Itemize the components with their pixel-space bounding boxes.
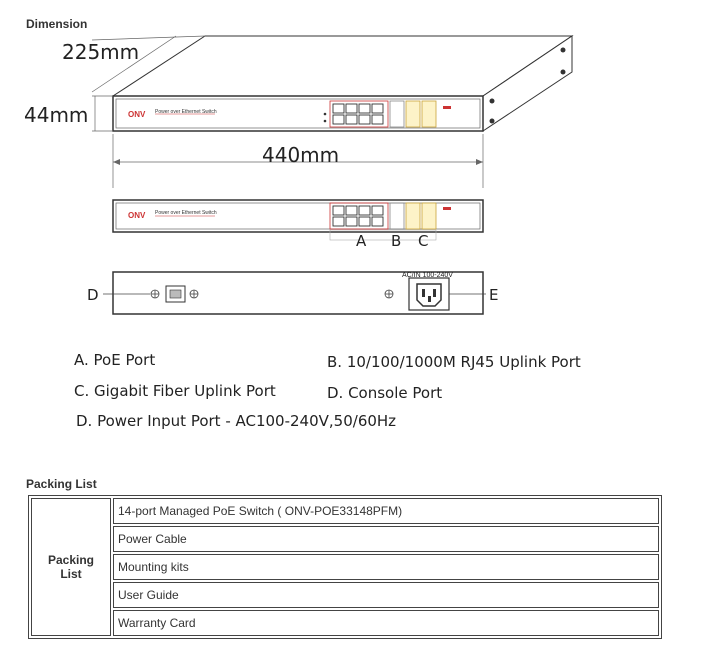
dimension-heading: Dimension <box>26 17 88 31</box>
packing-item: Power Cable <box>113 526 659 552</box>
power-rating: AC/IN 100-240V <box>402 272 453 279</box>
width-dimension: 440mm <box>262 143 340 167</box>
model-text: Power over Ethernet Switch <box>155 109 217 115</box>
console-port <box>165 285 186 303</box>
legend-power-input: D. Power Input Port - AC100-240V,50/60Hz <box>76 412 397 430</box>
callout-a: A <box>356 232 367 250</box>
power-input-port <box>408 277 450 311</box>
table-row: Power Cable <box>31 526 659 552</box>
switch-dimension-drawing <box>91 35 574 315</box>
brand-logo: ONV <box>128 110 146 119</box>
packing-list-heading: Packing List <box>26 477 97 491</box>
legend-poe-port: A. PoE Port <box>74 351 156 369</box>
callout-e: E <box>489 286 499 304</box>
height-dimension: 44mm <box>24 103 89 127</box>
table-row: Warranty Card <box>31 610 659 636</box>
legend-console-port: D. Console Port <box>327 384 443 402</box>
table-row: Packing List 14-port Managed PoE Switch … <box>31 498 659 636</box>
callout-c: C <box>418 232 429 250</box>
legend-fiber-uplink: C. Gigabit Fiber Uplink Port <box>74 382 276 400</box>
packing-item: Warranty Card <box>113 610 659 636</box>
poe-ports-front <box>329 202 389 230</box>
legend-rj45-uplink: B. 10/100/1000M RJ45 Uplink Port <box>327 353 581 371</box>
depth-dimension: 225mm <box>62 40 140 64</box>
callout-d: D <box>87 286 99 304</box>
model-text-front: Power over Ethernet Switch <box>155 210 217 216</box>
callout-b: B <box>391 232 402 250</box>
packing-item: Mounting kits <box>113 554 659 580</box>
packing-list-table: Packing List 14-port Managed PoE Switch … <box>28 495 662 639</box>
brand-logo-front: ONV <box>128 211 146 220</box>
packing-item: 14-port Managed PoE Switch ( ONV-POE3314… <box>113 498 659 524</box>
table-row: Mounting kits <box>31 554 659 580</box>
poe-ports-top <box>329 100 389 128</box>
packing-item: User Guide <box>113 582 659 608</box>
packing-list-header-cell: Packing List <box>31 498 111 636</box>
table-row: User Guide <box>31 582 659 608</box>
